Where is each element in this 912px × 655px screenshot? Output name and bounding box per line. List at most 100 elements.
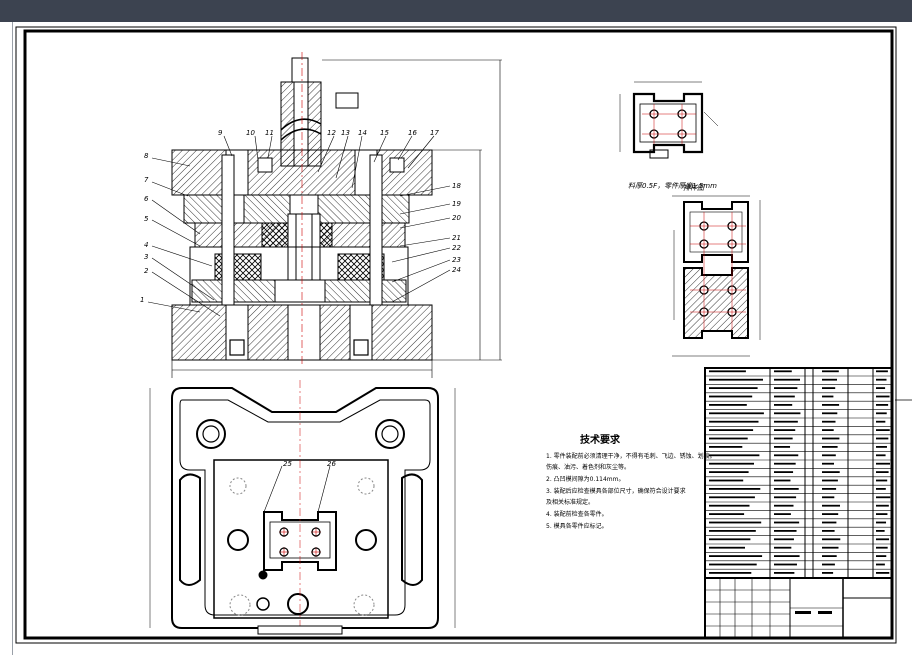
part-detail	[619, 81, 719, 159]
parts-list-cell-text	[822, 395, 834, 398]
parts-list-cell-text	[876, 471, 889, 473]
parts-list-cell-text	[876, 378, 887, 381]
parts-list-cell-text	[774, 513, 791, 515]
parts-list-cell-text	[774, 488, 799, 490]
parts-list-cell-text	[822, 454, 836, 457]
shank	[291, 57, 309, 83]
parts-list-cell-text	[774, 446, 791, 448]
parts-list-cell-text	[822, 404, 840, 406]
requirement-5: 5. 模具各零件应标记。	[546, 522, 608, 530]
part-number-22: 22	[452, 244, 461, 252]
parts-list-cell-text	[709, 479, 744, 482]
parts-list-cell-text	[822, 412, 838, 415]
viewer-title-bar	[0, 0, 912, 22]
parts-list-cell-text	[709, 563, 757, 566]
parts-list-cell-text	[876, 513, 888, 515]
part-number-23: 23	[452, 256, 461, 264]
parts-list-cell-text	[709, 572, 752, 574]
strip-layout	[672, 195, 761, 357]
strip-note: 料厚0.5F，零件厚度1.5mm	[628, 182, 717, 190]
part-number-8: 8	[144, 152, 149, 160]
part-number-19: 19	[452, 200, 461, 208]
parts-list-cell-text	[822, 420, 836, 423]
parts-list-cell-text	[709, 462, 754, 465]
part-number-2: 2	[144, 267, 149, 275]
parts-list-cell-text	[822, 572, 834, 574]
parts-list-cell-text	[822, 370, 839, 373]
part-number-21: 21	[452, 234, 461, 242]
technical-requirements: 技术要求 1. 零件装配前必须清理干净，不得有毛刺、飞边、锈蚀、划痕。 伤痕、油…	[546, 433, 716, 530]
parts-list-cell-text	[709, 378, 763, 381]
parts-list-cell-text	[709, 521, 762, 524]
requirement-1: 1. 零件装配前必须清理干净，不得有毛刺、飞边、锈蚀、划痕。	[546, 452, 716, 460]
parts-list-cell-text	[822, 538, 841, 541]
parts-list-cell-text	[822, 563, 835, 566]
parts-list-cell-text	[876, 420, 886, 423]
parts-list-cell-text	[822, 530, 835, 532]
parts-list-cell-text	[774, 395, 795, 398]
parts-list-cell-text	[822, 555, 837, 557]
part-number-7: 7	[144, 176, 149, 184]
die-outline	[213, 459, 389, 619]
part-number-25: 25	[283, 460, 292, 468]
workpiece-plan	[263, 511, 337, 571]
drawing-sheet	[12, 22, 912, 655]
small-box	[335, 92, 359, 109]
parts-list-cell-text	[876, 488, 886, 490]
parts-list-cell-text	[876, 437, 889, 440]
parts-list-cell-text	[774, 546, 792, 549]
parts-list-cell-text	[709, 538, 751, 541]
parts-list-cell-text	[822, 504, 840, 507]
parts-list-cell-text	[822, 462, 834, 465]
parts-list-cell-text	[709, 412, 764, 415]
part-number-3: 3	[144, 253, 148, 261]
parts-list-cell-text	[774, 555, 800, 557]
parts-list-cell-text	[876, 370, 888, 373]
requirement-3: 3. 装配后应检查模具各部位尺寸，确保符合设计要求	[546, 487, 686, 495]
parts-list-cell-text	[876, 555, 887, 557]
parts-list-cell-text	[774, 530, 797, 532]
bolt-hole-top-right	[375, 419, 405, 449]
parts-list-cell-text	[709, 370, 746, 373]
parts-list-cell-text	[709, 420, 759, 423]
parts-list-cell-text	[876, 462, 890, 465]
base-outline	[171, 387, 439, 629]
part-number-24: 24	[452, 266, 461, 274]
parts-list-cell-text	[876, 446, 887, 448]
part-number-13: 13	[341, 129, 350, 137]
requirement-2: 2. 凸凹模间隙为0.114mm。	[546, 475, 625, 483]
outer-frame	[15, 26, 897, 644]
parts-list-cell-text	[709, 513, 745, 515]
parts-list-cell-text	[774, 462, 796, 465]
bolt-hole-top-left	[196, 419, 226, 449]
parts-list-cell-text	[709, 429, 754, 431]
parts-list-cell-text	[774, 496, 797, 499]
parts-list-cell-text	[774, 563, 797, 566]
parts-list-cell-text	[876, 563, 885, 566]
parts-list-cell-text	[709, 395, 753, 398]
parts-list-cell-text	[876, 521, 887, 524]
strip-part-hatched	[683, 267, 749, 339]
requirements-title: 技术要求	[580, 433, 621, 446]
part-number-15: 15	[380, 129, 389, 137]
parts-list-cell-text	[876, 454, 886, 457]
parts-list-cell-text	[876, 504, 889, 507]
requirement-3-cont: 及相关标准规定。	[546, 498, 594, 506]
guide-pillar-right	[369, 154, 383, 306]
parts-list-cell-text	[876, 572, 890, 574]
requirement-4: 4. 装配前检查各零件。	[546, 510, 608, 518]
parts-list-cell-text	[709, 471, 749, 473]
part-number-12: 12	[327, 129, 336, 137]
parts-list-cell-text	[876, 546, 888, 549]
parts-list-cell-text	[876, 412, 887, 415]
parts-list-cell-text	[822, 446, 838, 448]
parts-list-cell-text	[876, 387, 886, 389]
parts-list-cell-text	[876, 496, 891, 499]
parts-list-cell-text	[822, 479, 838, 482]
part-number-6: 6	[144, 195, 149, 203]
part-number-17: 17	[430, 129, 439, 137]
parts-list-cell-text	[774, 471, 794, 473]
part-number-16: 16	[408, 129, 417, 137]
parts-list-cell-text	[876, 395, 890, 398]
inner-frame	[23, 29, 894, 640]
